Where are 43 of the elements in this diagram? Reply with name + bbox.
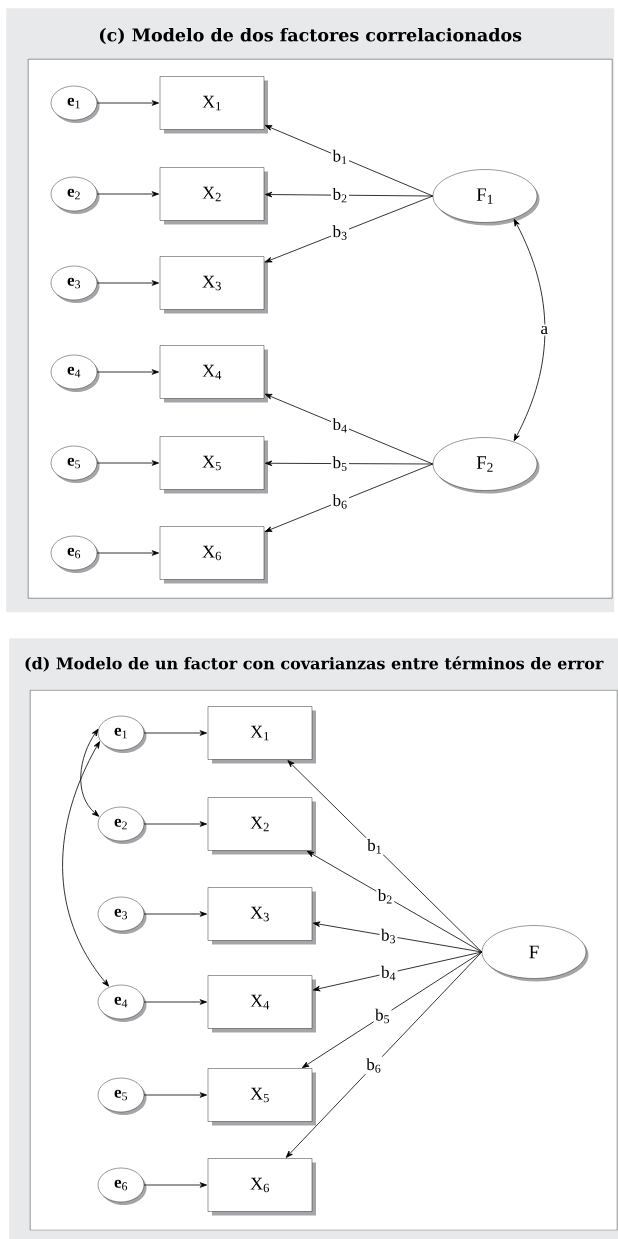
- arrow: [143, 1182, 207, 1188]
- arrow: [265, 460, 434, 467]
- arrow: [143, 730, 207, 736]
- variable-box: X$_{4}$: [159, 345, 268, 403]
- arrow: [62, 741, 109, 987]
- arrow: [143, 821, 207, 827]
- arrow: [513, 219, 546, 442]
- arrow: [306, 850, 483, 953]
- arrow: [96, 369, 159, 375]
- edge-label: b$_{2}$: [331, 186, 350, 204]
- variable-box: X$_{3}$: [159, 256, 268, 314]
- arrow: [265, 191, 434, 198]
- variable-box: X$_{3}$: [207, 887, 316, 945]
- arrow: [264, 463, 434, 532]
- arrow: [143, 1092, 207, 1098]
- variable-box: X$_{1}$: [207, 706, 316, 764]
- variable-box: X$_{5}$: [207, 1068, 316, 1126]
- variable-box: X$_{6}$: [207, 1158, 316, 1216]
- arrow: [287, 760, 483, 953]
- arrow: [96, 550, 159, 556]
- arrow: [264, 195, 434, 263]
- variable-box: X$_{6}$: [159, 526, 268, 584]
- arrow: [264, 125, 434, 197]
- arrow: [143, 999, 207, 1005]
- arrow: [312, 951, 483, 992]
- arrow: [96, 280, 159, 286]
- arrow: [264, 393, 434, 465]
- arrow: [143, 911, 207, 917]
- variable-box: X$_{5}$: [159, 436, 268, 494]
- edge-label: a: [539, 324, 550, 336]
- arrow: [96, 100, 159, 106]
- arrow: [80, 728, 100, 817]
- arrow: [285, 951, 483, 1158]
- arrow: [312, 921, 483, 953]
- edge-label: b$_{1}$: [331, 148, 350, 166]
- variable-box: X$_{2}$: [159, 167, 268, 225]
- arrow: [96, 191, 159, 197]
- panel-title: (d) Modelo de un factor con covarianzas entre términos de error: [25, 656, 604, 672]
- variable-box: X$_{4}$: [207, 975, 316, 1033]
- panel-title: (c) Modelo de dos factores correlacionados: [100, 28, 522, 45]
- variable-box: X$_{1}$: [159, 76, 268, 134]
- variable-box: X$_{2}$: [207, 797, 316, 855]
- arrow: [96, 460, 159, 466]
